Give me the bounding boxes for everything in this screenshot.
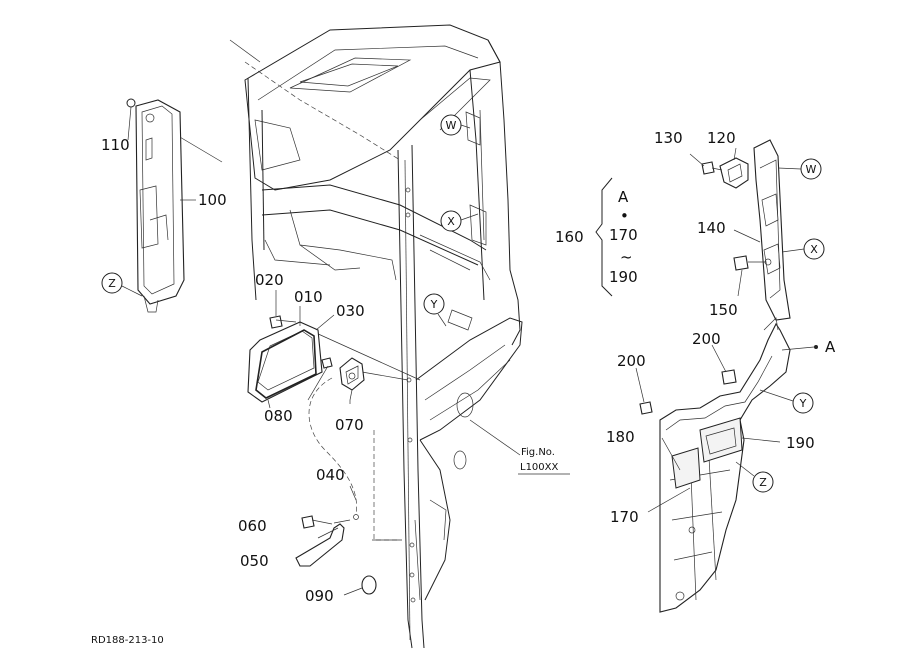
- part-label-200-upper: 200: [692, 330, 721, 348]
- svg-text:Fig.No.: Fig.No.: [521, 447, 555, 458]
- part-label-040: 040: [316, 466, 345, 484]
- clip-110: [126, 98, 136, 108]
- ref-marker-w-right: W: [777, 158, 822, 180]
- ref-marker-z-left: Z: [101, 272, 143, 297]
- plug-090: [361, 575, 377, 595]
- part-label-080: 080: [264, 407, 293, 425]
- svg-text:Z: Z: [759, 476, 767, 489]
- svg-text:W: W: [446, 119, 457, 132]
- svg-text:L100XX: L100XX: [520, 462, 559, 473]
- group-160-dot: •: [620, 207, 629, 225]
- part-label-190-group: 190: [609, 268, 638, 286]
- part-label-070: 070: [335, 416, 364, 434]
- screw-080: [321, 357, 333, 369]
- ref-marker-w-left: W: [440, 114, 471, 136]
- part-label-020: 020: [255, 271, 284, 289]
- clip-150: [733, 255, 766, 297]
- bracket-190: [699, 417, 781, 463]
- ref-point-a: [814, 345, 818, 349]
- svg-text:W: W: [806, 163, 817, 176]
- ref-marker-y-right: Y: [759, 389, 814, 414]
- bracket-180: [661, 437, 701, 489]
- part-label-030: 030: [336, 302, 365, 320]
- part-label-090: 090: [305, 587, 334, 605]
- part-label-160: 160: [555, 228, 584, 246]
- svg-text:X: X: [447, 215, 455, 228]
- part-label-010: 010: [294, 288, 323, 306]
- ref-label-a-right: A: [825, 338, 836, 356]
- screw-020: [269, 315, 297, 329]
- fig-note: Fig.No. L100XX: [518, 447, 570, 475]
- part-label-180: 180: [606, 428, 635, 446]
- latch-070: [339, 357, 365, 401]
- cable-040: [308, 377, 359, 520]
- ref-marker-z-right: Z: [735, 461, 774, 493]
- clip-200-left: [635, 367, 653, 415]
- svg-text:Z: Z: [108, 277, 116, 290]
- part-label-110: 110: [101, 136, 130, 154]
- bracket-120: [711, 147, 749, 189]
- clip-200-upper: [711, 344, 737, 385]
- part-label-120: 120: [707, 129, 736, 147]
- pillar-cover-100: [135, 99, 185, 313]
- handle-050: [295, 523, 345, 567]
- part-label-100: 100: [198, 191, 227, 209]
- screw-060: [301, 515, 333, 529]
- part-label-050: 050: [240, 552, 269, 570]
- part-label-170: 170: [610, 508, 639, 526]
- svg-text:Y: Y: [799, 397, 807, 410]
- svg-text:X: X: [810, 243, 818, 256]
- part-label-190: 190: [786, 434, 815, 452]
- cab-frame: [167, 24, 523, 649]
- gasket-030: [255, 329, 317, 399]
- part-label-170-group: 170: [609, 226, 638, 244]
- part-label-060: 060: [238, 517, 267, 535]
- drawing-code: RD188-213-10: [91, 635, 164, 646]
- pillar-cover-140: [753, 139, 791, 321]
- part-label-200-left: 200: [617, 352, 646, 370]
- part-label-130: 130: [654, 129, 683, 147]
- ref-marker-x-left: X: [440, 210, 479, 232]
- part-label-150: 150: [709, 301, 738, 319]
- group-160-tilde: ~: [620, 248, 633, 266]
- group-160-brace: [595, 177, 613, 297]
- ref-marker-x-right: X: [781, 238, 825, 260]
- ref-marker-y-left: Y: [423, 293, 447, 327]
- svg-text:Y: Y: [430, 298, 438, 311]
- screw-130: [689, 153, 715, 175]
- group-160-ref: A: [618, 188, 629, 206]
- part-label-140: 140: [697, 219, 726, 237]
